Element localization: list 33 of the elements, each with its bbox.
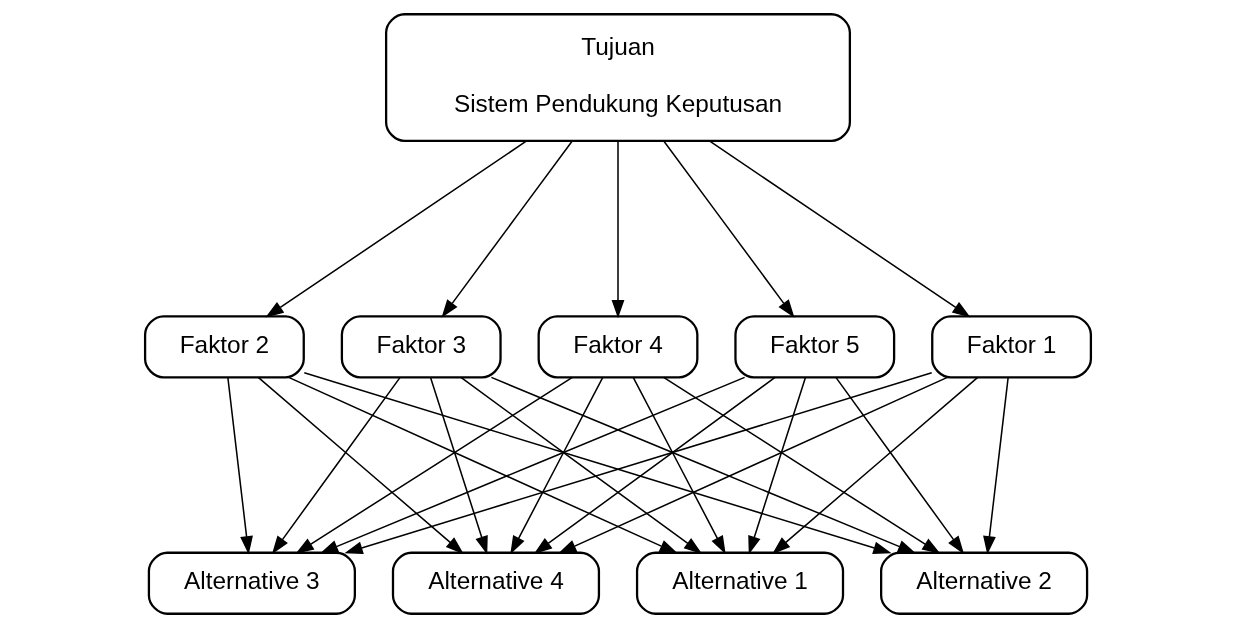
- node-box: Alternative 1: [635, 551, 845, 615]
- arrow: [295, 376, 574, 554]
- node-box: Alternative 4: [391, 551, 601, 615]
- arrow: [983, 376, 1009, 555]
- node-box: Faktor 4: [537, 315, 699, 379]
- arrow: [558, 376, 949, 554]
- arrow: [271, 376, 401, 555]
- arrow: [533, 376, 776, 554]
- arrow: [257, 376, 464, 555]
- arrow: [510, 376, 604, 555]
- arrow: [835, 376, 965, 555]
- node-box: Faktor 5: [734, 315, 896, 379]
- node-box: Alternative 2: [880, 551, 1089, 615]
- arrow: [441, 140, 573, 318]
- arrow: [265, 140, 527, 318]
- node-box: Faktor 2: [143, 315, 305, 379]
- arrow: [429, 376, 488, 555]
- node-box: Alternative 3: [147, 551, 356, 615]
- arrow: [709, 140, 971, 318]
- arrow: [319, 376, 746, 554]
- node-box: Tujuan Sistem Pendukung Keputusan: [385, 13, 851, 142]
- arrow: [662, 376, 941, 554]
- node-box: Faktor 1: [931, 315, 1093, 379]
- arrow: [772, 376, 979, 555]
- arrow: [460, 376, 703, 554]
- node-box: Faktor 3: [340, 315, 502, 379]
- arrow: [490, 376, 917, 554]
- arrow: [663, 140, 795, 318]
- arrow: [748, 376, 807, 555]
- arrow: [227, 376, 253, 555]
- arrow: [632, 376, 726, 555]
- arrow: [611, 140, 625, 319]
- arrow: [287, 376, 678, 554]
